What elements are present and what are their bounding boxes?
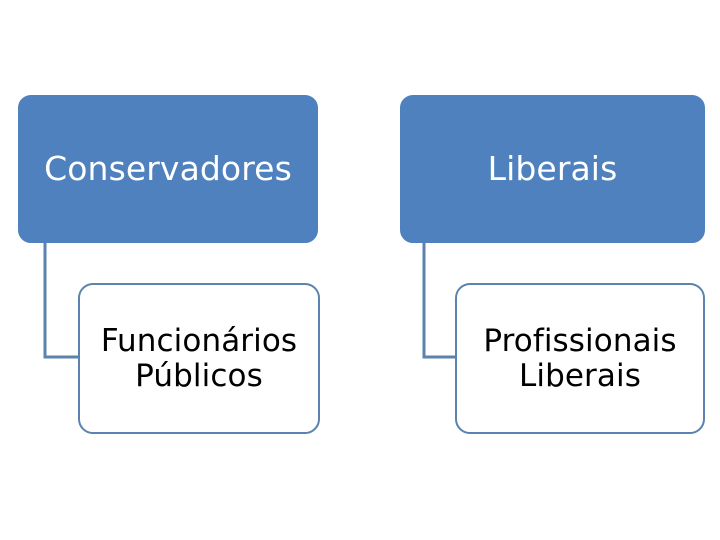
connector-liberais [422, 243, 455, 359]
node-profissionais-liberais-label: Profissionais Liberais [483, 322, 677, 394]
node-conservadores-label: Conservadores [44, 148, 292, 188]
node-liberais-label: Liberais [487, 148, 618, 188]
connector-conservadores [43, 243, 78, 359]
node-funcionarios-publicos[interactable]: Funcionários Públicos [78, 283, 320, 434]
node-liberais[interactable]: Liberais [400, 95, 705, 243]
node-profissionais-liberais[interactable]: Profissionais Liberais [455, 283, 705, 434]
node-funcionarios-publicos-label: Funcionários Públicos [100, 322, 298, 394]
node-conservadores[interactable]: Conservadores [18, 95, 318, 243]
